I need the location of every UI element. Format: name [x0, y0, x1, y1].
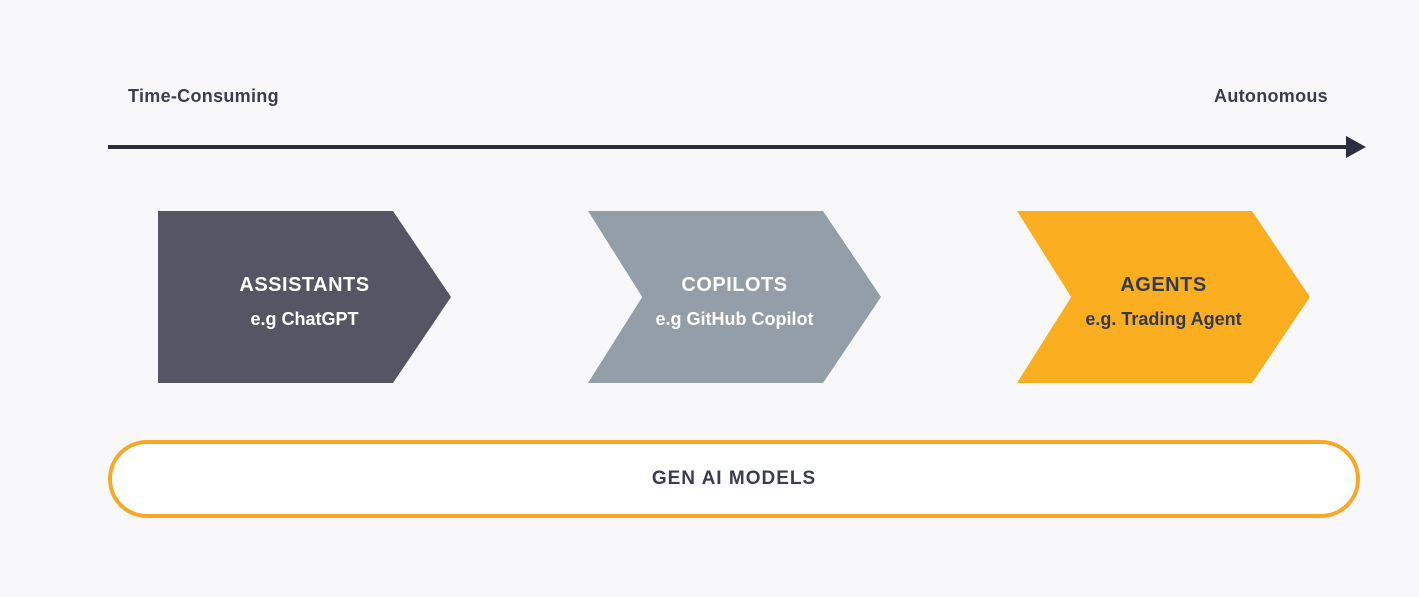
gen-ai-models-container: GEN AI MODELS: [108, 440, 1360, 518]
stage-assistants-example: e.g ChatGPT: [250, 308, 359, 329]
stage-copilots: COPILOTS e.g GitHub Copilot: [588, 211, 881, 383]
axis-label-autonomous: Autonomous: [1214, 86, 1328, 106]
stage-agents-example: e.g. Trading Agent: [1085, 308, 1242, 329]
gen-ai-models-label: GEN AI MODELS: [651, 468, 817, 489]
stage-agents-title: AGENTS: [1120, 273, 1207, 296]
spectrum-arrow-line: [108, 145, 1348, 149]
axis-label-time-consuming: Time-Consuming: [128, 86, 279, 106]
stage-copilots-example: e.g GitHub Copilot: [655, 308, 814, 329]
stage-copilots-title: COPILOTS: [681, 273, 788, 296]
stage-assistants: ASSISTANTS e.g ChatGPT: [158, 211, 451, 383]
arrow-head-icon: [1346, 136, 1366, 158]
stage-assistants-title: ASSISTANTS: [239, 273, 370, 296]
stage-agents: AGENTS e.g. Trading Agent: [1017, 211, 1310, 383]
